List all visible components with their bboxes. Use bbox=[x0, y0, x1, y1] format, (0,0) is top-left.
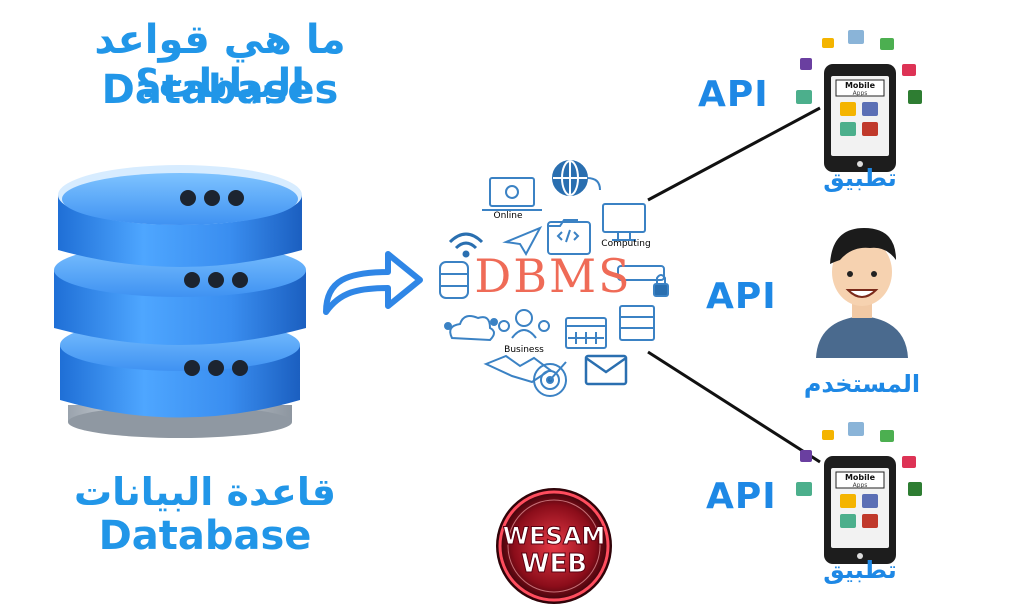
client-label-middle: المستخدم bbox=[803, 370, 921, 398]
api-label-middle: API bbox=[706, 276, 777, 317]
target-icon bbox=[533, 361, 567, 397]
api-label-bottom: API bbox=[706, 476, 777, 517]
database-label-english: Database bbox=[98, 513, 312, 559]
svg-text:Apps: Apps bbox=[853, 482, 868, 489]
smartphone-icon: Mobile Apps bbox=[796, 30, 922, 172]
paper-plane-icon bbox=[502, 226, 543, 257]
dbms-diagram: DBMS Online Computing Business bbox=[439, 160, 669, 397]
wesam-web-logo: WESAM WEB bbox=[496, 488, 612, 604]
arrow-right-icon bbox=[323, 251, 423, 315]
database-label-arabic: قاعدة البيانات bbox=[73, 470, 337, 514]
svg-text:WESAM: WESAM bbox=[503, 522, 606, 550]
calendar-icon bbox=[565, 317, 607, 349]
business-team-icon bbox=[498, 309, 550, 339]
envelope-icon bbox=[584, 354, 628, 386]
person-avatar-icon bbox=[816, 228, 908, 358]
svg-text:Mobile: Mobile bbox=[845, 473, 876, 482]
laptop-icon bbox=[482, 177, 542, 211]
tag-online: Online bbox=[493, 211, 522, 221]
tag-business: Business bbox=[504, 345, 544, 355]
rack-icon bbox=[619, 305, 655, 341]
monitor-icon bbox=[602, 203, 646, 241]
smartphone-icon: Mobile Apps bbox=[796, 422, 922, 564]
dbms-label: DBMS bbox=[474, 249, 631, 303]
api-label-top: API bbox=[698, 74, 769, 115]
wifi-icon bbox=[448, 232, 484, 258]
svg-text:Apps: Apps bbox=[853, 90, 868, 97]
globe-icon bbox=[552, 160, 601, 196]
code-folder-icon bbox=[547, 219, 591, 255]
page-title-english: Databases bbox=[101, 67, 339, 113]
server-small-icon bbox=[439, 261, 469, 299]
svg-text:WEB: WEB bbox=[521, 549, 587, 579]
cloud-icon bbox=[444, 315, 498, 342]
handshake-icon bbox=[483, 354, 552, 384]
svg-text:Mobile: Mobile bbox=[845, 81, 876, 90]
server-stack-icon bbox=[54, 165, 306, 438]
client-label-top: تطبيق bbox=[823, 164, 897, 192]
client-label-bottom: تطبيق bbox=[823, 556, 897, 584]
padlock-icon bbox=[617, 265, 669, 297]
page-title-arabic: ما هي قواعد البيانات؟ bbox=[94, 17, 346, 107]
tag-computing: Computing bbox=[601, 239, 650, 249]
